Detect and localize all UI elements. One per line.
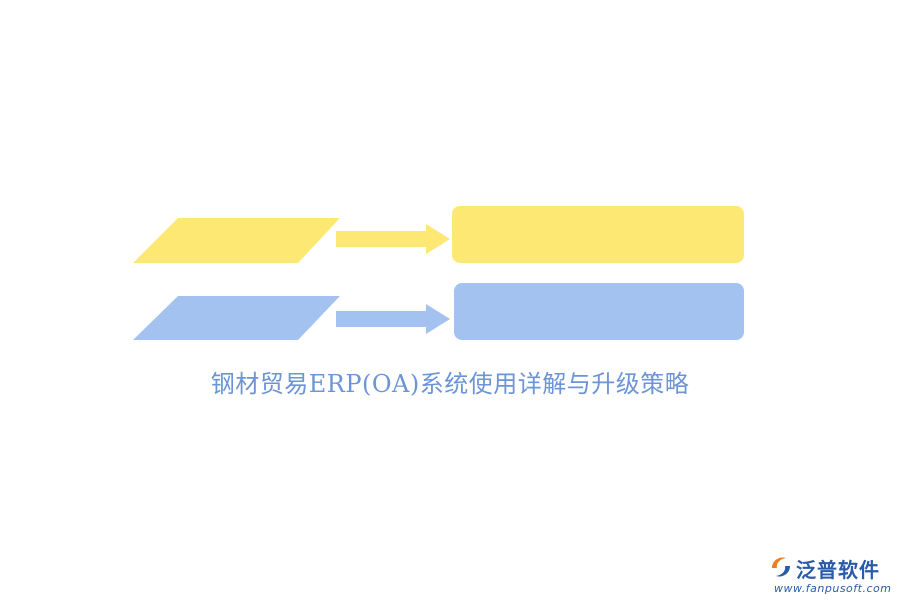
logo-name: 泛普软件 <box>796 558 880 582</box>
blue-box <box>454 283 744 340</box>
logo-url: www.fanpusoft.com <box>774 582 892 595</box>
yellow-box <box>452 206 744 263</box>
blue-parallelogram <box>133 296 340 340</box>
brand-logo: 泛普软件 www.fanpusoft.com <box>768 552 896 598</box>
yellow-arrow-head <box>426 224 450 254</box>
yellow-parallelogram <box>133 218 340 263</box>
blue-arrow-head <box>426 304 450 334</box>
yellow-arrow-shaft <box>336 231 428 247</box>
fanpu-swirl-icon <box>772 557 790 577</box>
blue-arrow-shaft <box>336 311 428 327</box>
diagram-title: 钢材贸易ERP(OA)系统使用详解与升级策略 <box>210 370 690 398</box>
